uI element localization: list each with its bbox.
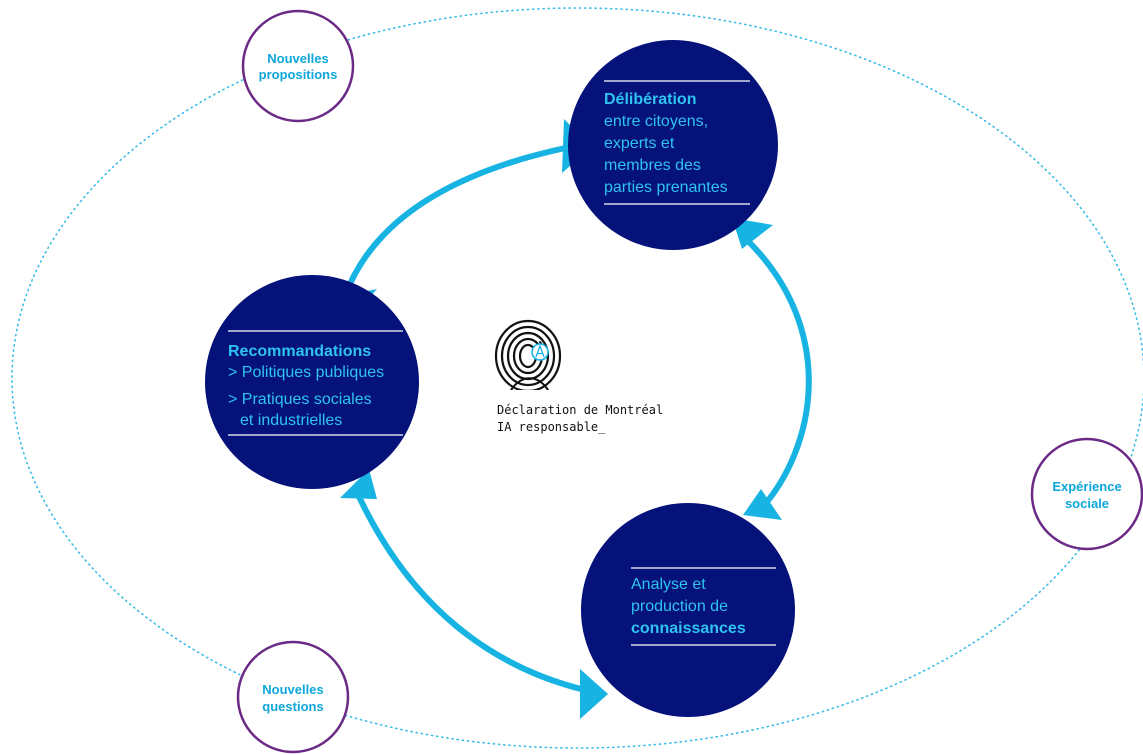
arrowhead-to-analyse-bottom <box>580 669 608 719</box>
arrowhead-to-analyse <box>743 489 782 520</box>
node-text-line: production de <box>631 598 728 615</box>
node-text-line: > Pratiques sociales <box>228 391 372 408</box>
logo-text-line2: IA responsable_ <box>497 420 606 434</box>
node-text-line: Analyse et <box>631 576 706 593</box>
satellite-experience-sociale: Expérience sociale <box>1030 437 1143 551</box>
fingerprint-icon <box>494 319 562 390</box>
ai-badge-icon <box>531 343 549 361</box>
satellite-label: questions <box>262 699 323 714</box>
logo: Déclaration de Montréal IA responsable_ <box>494 319 663 434</box>
node-text-line: entre citoyens, <box>604 113 708 130</box>
arrowhead-to-deliberation-right <box>732 218 773 249</box>
arrowhead-to-recommandations-bottom <box>340 469 377 499</box>
satellite-label: sociale <box>1065 496 1109 511</box>
satellite-nouvelles-propositions: Nouvelles propositions <box>241 9 355 123</box>
satellite-label: Nouvelles <box>262 682 323 697</box>
node-title: Recommandations <box>228 343 371 360</box>
node-title: connaissances <box>631 620 746 637</box>
node-text-line: parties prenantes <box>604 179 728 196</box>
arrow-deliberation-recommandations <box>342 144 571 298</box>
node-text-line: experts et <box>604 135 675 152</box>
satellite-label: propositions <box>259 67 338 82</box>
node-text-line: membres des <box>604 157 701 174</box>
outer-orbit <box>11 7 1143 749</box>
node-deliberation: Délibération entre citoyens, experts et … <box>568 40 778 250</box>
node-text-line: > Politiques publiques <box>228 364 384 381</box>
node-text-line: et industrielles <box>240 412 342 429</box>
node-recommandations: Recommandations > Politiques publiques >… <box>205 275 419 489</box>
arrow-deliberation-analyse <box>742 235 812 513</box>
arrow-analyse-recommandations <box>352 486 586 693</box>
logo-text-line1: Déclaration de Montréal <box>497 403 663 417</box>
satellite-label: Expérience <box>1052 479 1121 494</box>
satellite-nouvelles-questions: Nouvelles questions <box>236 640 350 754</box>
satellite-label: Nouvelles <box>267 51 328 66</box>
node-title: Délibération <box>604 91 696 108</box>
node-analyse: Analyse et production de connaissances <box>581 503 795 717</box>
